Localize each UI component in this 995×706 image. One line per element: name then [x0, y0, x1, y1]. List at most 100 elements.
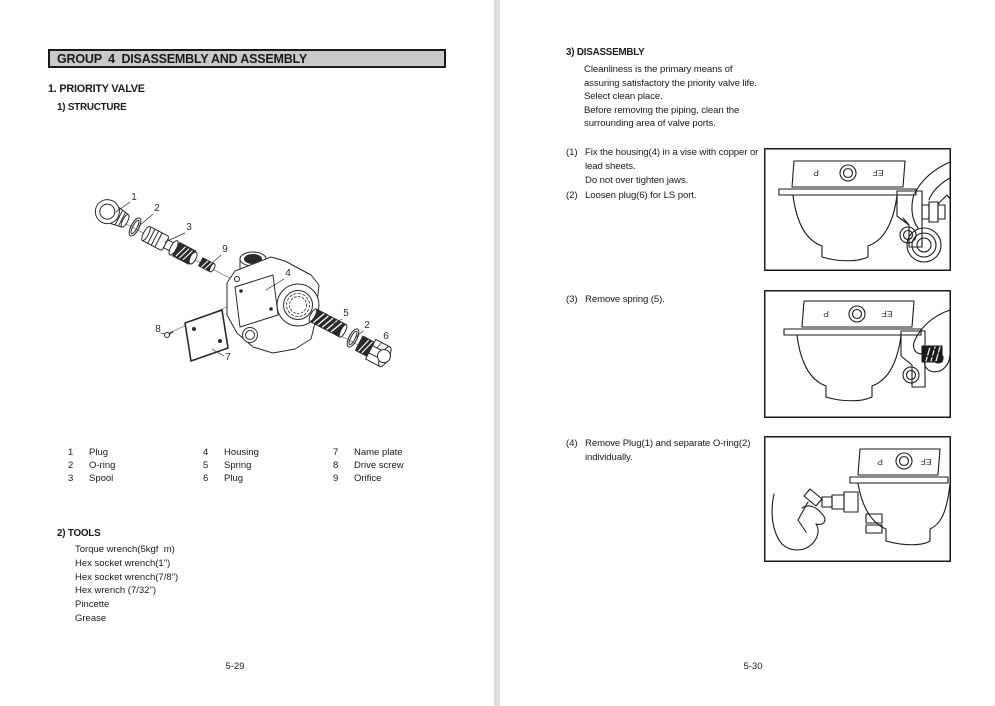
step-text: Remove spring (5).	[585, 293, 665, 307]
step-1: (1) Fix the housing(4) in a vise with co…	[566, 146, 776, 187]
tool-item: Hex socket wrench(1")	[75, 557, 171, 569]
tools-title: 2) TOOLS	[57, 528, 101, 539]
port-label-ef: EF	[873, 168, 884, 178]
callout-5: 5	[343, 308, 349, 319]
page-number-right: 5-30	[743, 661, 763, 672]
part-name: Drive screw	[354, 460, 404, 471]
step-4: (4) Remove Plug(1) and separate O-ring(2…	[566, 437, 776, 465]
intro-line: Select clean place.	[584, 91, 663, 102]
part-housing-4	[226, 251, 320, 354]
part-name: Plug	[89, 447, 109, 458]
part-spool-3	[141, 225, 198, 265]
tool-item: Hex socket wrench(7/8")	[75, 571, 179, 583]
part-row: 4 Housing	[203, 446, 259, 459]
part-spring-5	[308, 308, 348, 338]
part-number: 8	[333, 460, 339, 471]
part-row: 1 Plug	[68, 446, 115, 459]
part-name: O-ring	[89, 460, 116, 471]
figure-remove-plug-oring: P EF	[764, 436, 951, 562]
step-line: lead sheets.	[585, 160, 636, 172]
part-row: 7 Name plate	[333, 446, 404, 459]
callout-9: 9	[222, 244, 228, 255]
tool-item: Grease	[75, 612, 107, 624]
step-number: (2)	[566, 190, 578, 201]
page-left: GROUP 4 DISASSEMBLY AND ASSEMBLY 1. PRIO…	[0, 0, 494, 706]
callout-2b: 2	[364, 320, 370, 331]
part-row: 3 Spool	[68, 472, 115, 485]
tool-item: Pincette	[75, 599, 110, 611]
tool-item: Hex wrench (7/32")	[75, 585, 156, 597]
intro-line: surrounding area of valve ports.	[584, 118, 716, 129]
step-text: Fix the housing(4) in a vise with copper…	[585, 146, 758, 187]
port-label-ef: EF	[921, 457, 932, 467]
part-name: Housing	[224, 447, 259, 458]
part-number: 4	[203, 447, 209, 458]
part-plug-6	[354, 335, 392, 368]
part-name: Name plate	[354, 447, 403, 458]
step-line: Fix the housing(4) in a vise with copper…	[585, 147, 759, 158]
part-number: 6	[203, 473, 209, 484]
part-oring-2b	[346, 328, 360, 348]
figure-remove-spring: P EF	[764, 290, 951, 418]
part-number: 5	[203, 460, 209, 471]
section-title-priority-valve: 1. PRIORITY VALVE	[48, 83, 145, 95]
part-number: 9	[333, 473, 339, 484]
callout-4: 4	[285, 268, 291, 279]
page-right: 3) DISASSEMBLY Cleanliness is the primar…	[500, 0, 995, 706]
step-number: (4)	[566, 438, 578, 449]
port-label-p: P	[813, 168, 819, 178]
section-title-disassembly: 3) DISASSEMBLY	[566, 47, 645, 58]
part-name-plate-7	[184, 309, 229, 362]
part-name: Spool	[89, 473, 114, 484]
step-line: Remove Plug(1) and separate O-ring(2)	[585, 438, 751, 449]
part-name: Plug	[224, 473, 244, 484]
tool-item: Torque wrench(5kgf m)	[75, 544, 175, 555]
part-plug-1	[94, 199, 130, 228]
callout-6: 6	[383, 331, 389, 342]
tools-list: Torque wrench(5kgf m) Hex socket wrench(…	[75, 543, 178, 626]
part-orifice-9	[198, 257, 216, 273]
intro-line: Before removing the piping, clean the	[584, 104, 740, 116]
callout-8: 8	[155, 324, 161, 335]
part-number: 2	[68, 460, 74, 471]
step-number: (3)	[566, 294, 578, 305]
subsection-structure: 1) STRUCTURE	[57, 102, 127, 113]
page-number-left: 5-29	[225, 661, 245, 672]
step-line: Remove spring (5).	[585, 294, 665, 305]
part-row: 8 Drive screw	[333, 459, 404, 472]
part-number: 1	[68, 447, 74, 458]
callout-leader-lines	[115, 201, 383, 357]
disassembly-intro: Cleanliness is the primary means of assu…	[584, 63, 764, 131]
step-2: (2) Loosen plug(6) for LS port.	[566, 189, 776, 203]
step-line: Loosen plug(6) for LS port.	[585, 190, 697, 201]
group-header-title: GROUP 4 DISASSEMBLY AND ASSEMBLY	[57, 51, 307, 66]
callout-numbers: 1 2 3 9 4 5 2 6 8 7	[131, 192, 389, 363]
port-label-p: P	[877, 457, 883, 467]
port-label-ef: EF	[882, 309, 893, 319]
parts-list-col3: 7 Name plate 8 Drive screw 9 Orifice	[333, 446, 404, 485]
part-row: 9 Orifice	[333, 472, 404, 485]
callout-1: 1	[131, 192, 137, 203]
part-oring-2	[128, 217, 142, 237]
figure-loosen-plug: P EF	[764, 148, 951, 271]
callout-3: 3	[186, 222, 192, 233]
part-drive-screw-8	[164, 331, 174, 338]
intro-line: Cleanliness is the primary means of	[584, 64, 733, 75]
callout-2: 2	[154, 203, 160, 214]
exploded-valve-diagram: 1 2 3 9 4 5 2 6 8 7	[94, 192, 392, 368]
page-divider	[494, 0, 500, 706]
group-header-bar: GROUP 4 DISASSEMBLY AND ASSEMBLY	[48, 49, 446, 68]
step-3: (3) Remove spring (5).	[566, 293, 776, 307]
step-number: (1)	[566, 147, 578, 158]
part-name: Orifice	[354, 473, 382, 484]
part-number: 7	[333, 447, 339, 458]
callout-7: 7	[225, 352, 231, 363]
step-text: Remove Plug(1) and separate O-ring(2) in…	[585, 437, 750, 465]
part-number: 3	[68, 473, 74, 484]
step-line: Do not over tighten jaws.	[585, 174, 689, 186]
part-row: 6 Plug	[203, 472, 259, 485]
part-row: 2 O-ring	[68, 459, 115, 472]
